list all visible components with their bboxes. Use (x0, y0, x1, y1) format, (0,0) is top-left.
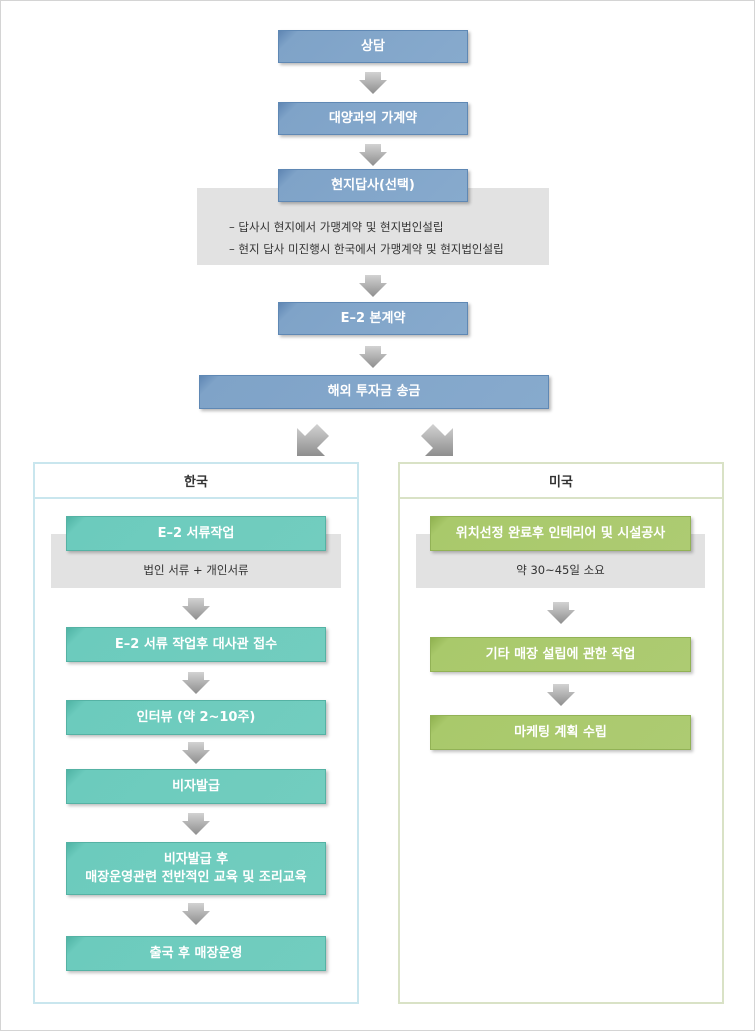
korea-step-embassy-submit: E–2 서류 작업후 대사관 접수 (66, 627, 326, 662)
arrow-down-icon (547, 684, 575, 706)
usa-panel-title: 미국 (400, 464, 722, 499)
arrow-diag-left-icon (297, 424, 329, 456)
site-visit-note: – 현지 답사 미진행시 한국에서 가맹계약 및 현지법인설립 (229, 242, 504, 256)
korea-step-e2-docs: E–2 서류작업 (66, 516, 326, 551)
usa-step-marketing-plan: 마케팅 계획 수립 (430, 715, 691, 750)
arrow-down-icon (182, 598, 210, 620)
usa-step-store-setup: 기타 매장 설립에 관한 작업 (430, 637, 691, 672)
arrow-diag-right-icon (421, 424, 453, 456)
arrow-down-icon (182, 813, 210, 835)
korea-step-training: 비자발급 후 매장운영관련 전반적인 교육 및 조리교육 (66, 842, 326, 895)
arrow-down-icon (182, 742, 210, 764)
step-provisional-contract: 대양과의 가계약 (278, 102, 468, 135)
korea-panel-title: 한국 (35, 464, 357, 499)
korea-step-training-line1: 비자발급 후 (163, 851, 229, 867)
step-consult: 상담 (278, 30, 468, 63)
arrow-down-icon (182, 672, 210, 694)
step-e2-main-contract: E–2 본계약 (278, 302, 468, 335)
korea-docs-note-text: 법인 서류 + 개인서류 (143, 563, 249, 577)
korea-step-training-line2: 매장운영관련 전반적인 교육 및 조리교육 (85, 869, 307, 885)
korea-step-depart-operate: 출국 후 매장운영 (66, 936, 326, 971)
usa-duration-note-text: 약 30~45일 소요 (516, 563, 605, 577)
usa-step-site-interior: 위치선정 완료후 인테리어 및 시설공사 (430, 516, 691, 551)
arrow-down-icon (547, 602, 575, 624)
arrow-down-icon (359, 72, 387, 94)
korea-step-visa-issued: 비자발급 (66, 769, 326, 804)
korea-step-interview: 인터뷰 (약 2~10주) (66, 700, 326, 735)
arrow-down-icon (182, 903, 210, 925)
arrow-down-icon (359, 144, 387, 166)
arrow-down-icon (359, 275, 387, 297)
step-overseas-remittance: 해외 투자금 송금 (199, 375, 549, 409)
arrow-down-icon (359, 346, 387, 368)
step-site-visit: 현지답사(선택) (278, 169, 468, 202)
site-visit-note: – 답사시 현지에서 가맹계약 및 현지법인설립 (229, 220, 444, 234)
